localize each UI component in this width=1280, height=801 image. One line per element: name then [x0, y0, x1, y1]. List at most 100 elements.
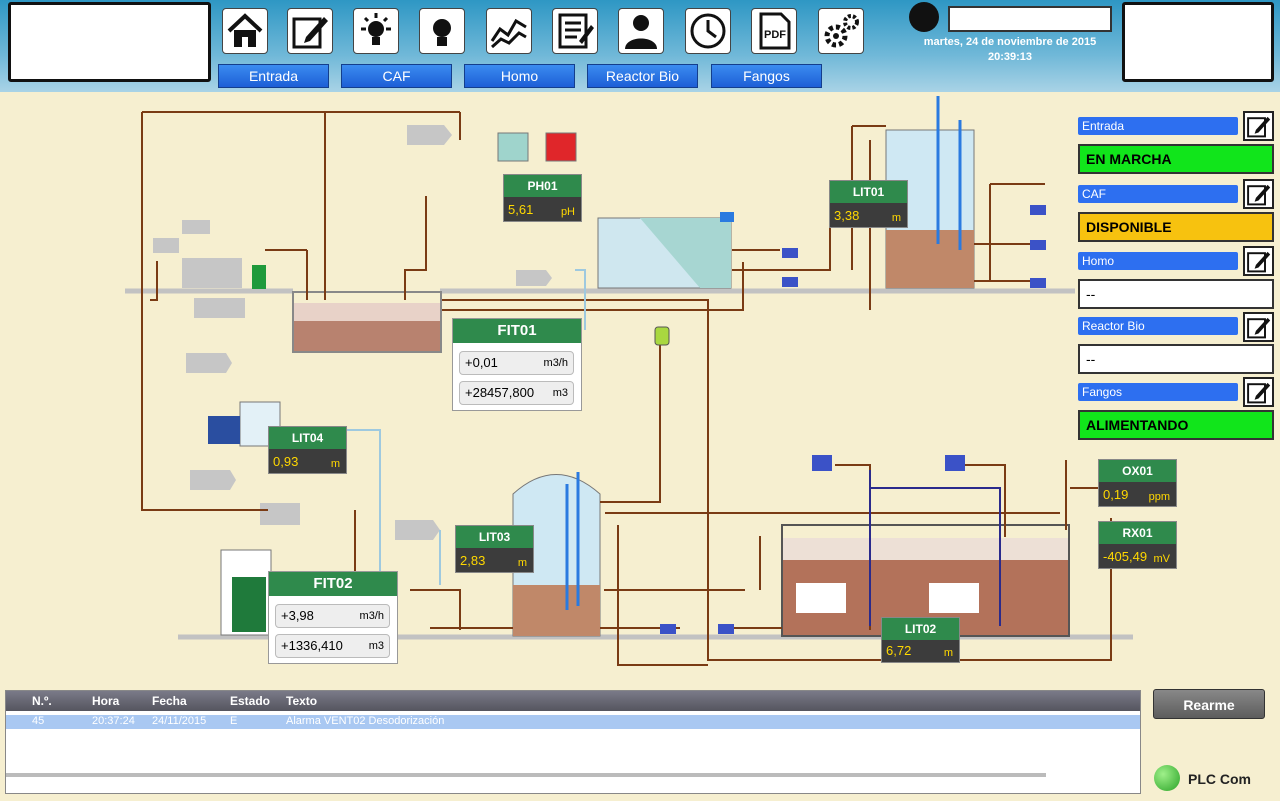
status-label-fangos: Fangos — [1078, 383, 1238, 401]
col-estado[interactable]: Estado — [230, 694, 271, 708]
rx01-unit: mV — [1153, 553, 1171, 565]
fit02-total-unit: m3 — [368, 640, 384, 652]
report-icon — [558, 13, 594, 49]
lit03-display[interactable]: LIT03 2,83 m — [455, 525, 534, 573]
lit03-label: LIT03 — [456, 526, 533, 548]
lit04-value: 0,93 — [273, 454, 299, 469]
alarm-hora: 20:37:24 — [92, 715, 135, 727]
alarm-texto: Alarma VENT02 Desodorización — [286, 715, 445, 727]
user-avatar-icon[interactable] — [909, 2, 939, 32]
rx01-label: RX01 — [1099, 522, 1176, 544]
user-icon — [625, 15, 657, 49]
lamp-button[interactable] — [419, 8, 465, 54]
fit02-label: FIT02 — [269, 572, 397, 596]
pumps — [660, 205, 1046, 634]
report-button[interactable] — [552, 8, 598, 54]
status-value-reactor-bio: -- — [1078, 344, 1274, 374]
home-button[interactable] — [222, 8, 268, 54]
lit03-value: 2,83 — [460, 553, 486, 568]
settings-button[interactable] — [818, 8, 864, 54]
time-display: 20:39:13 — [987, 51, 1033, 63]
fit01-total-unit: m3 — [552, 387, 568, 399]
status-label-entrada: Entrada — [1078, 117, 1238, 135]
lit02-unit: m — [943, 647, 953, 659]
col-no[interactable]: N.º. — [32, 694, 52, 708]
lit04-label: LIT04 — [269, 427, 346, 449]
ox01-value: 0,19 — [1103, 487, 1129, 502]
fit01-display[interactable]: FIT01 +0,01 m3/h +28457,800 m3 — [452, 318, 582, 411]
header-bar: PDF Entrada CAF Homo Reactor Bio Fangos … — [0, 0, 1280, 92]
process-pipes — [141, 111, 1112, 666]
tab-reactor-bio[interactable]: Reactor Bio — [587, 64, 698, 88]
ox01-label: OX01 — [1099, 460, 1176, 482]
fit02-total: +1336,410 m3 — [275, 634, 390, 658]
waste-bin — [252, 265, 266, 289]
col-texto[interactable]: Texto — [286, 694, 318, 708]
fit01-rate: +0,01 m3/h — [459, 351, 574, 375]
rearme-button[interactable]: Rearme — [1153, 689, 1265, 719]
status-label-reactor-bio: Reactor Bio — [1078, 317, 1238, 335]
ox01-display[interactable]: OX01 0,19 ppm — [1098, 459, 1177, 507]
col-hora[interactable]: Hora — [92, 694, 120, 708]
settings-icon — [824, 14, 859, 48]
filter-unit — [220, 549, 272, 636]
edit-button[interactable] — [287, 8, 333, 54]
edit-homo-button[interactable] — [1243, 246, 1274, 276]
alarm-header: N.º. Hora Fecha Estado Texto — [6, 691, 1140, 711]
decanter-tank — [292, 291, 442, 353]
alarm-no: 45 — [32, 715, 45, 727]
edit-icon — [292, 17, 328, 49]
status-value-homo: -- — [1078, 279, 1274, 309]
edit-reactor-bio-button[interactable] — [1243, 312, 1274, 342]
fit02-display[interactable]: FIT02 +3,98 m3/h +1336,410 m3 — [268, 571, 398, 664]
edit-entrada-button[interactable] — [1243, 111, 1274, 141]
plc-status-label: PLC Com — [1188, 771, 1251, 787]
lightbulb-icon — [433, 19, 451, 46]
lightbulb-on-icon — [361, 13, 391, 45]
fit02-rate: +3,98 m3/h — [275, 604, 390, 628]
grey-equipment — [153, 125, 552, 540]
ph01-label: PH01 — [504, 175, 581, 197]
edit-caf-button[interactable] — [1243, 179, 1274, 209]
tab-fangos[interactable]: Fangos — [711, 64, 822, 88]
ph01-display[interactable]: PH01 5,61 pH — [503, 174, 582, 222]
caf-unit — [597, 212, 734, 289]
col-fecha[interactable]: Fecha — [152, 694, 187, 708]
fit01-rate-unit: m3/h — [543, 357, 568, 369]
ox01-unit: ppm — [1148, 491, 1170, 503]
lit04-display[interactable]: LIT04 0,93 m — [268, 426, 347, 474]
history-button[interactable] — [685, 8, 731, 54]
pdf-button[interactable]: PDF — [751, 8, 797, 54]
lit02-display[interactable]: LIT02 6,72 m — [881, 617, 960, 663]
chem-tank-1 — [497, 132, 529, 162]
status-value-entrada: EN MARCHA — [1078, 144, 1274, 174]
ph01-value: 5,61 — [508, 202, 534, 217]
edit-icon — [1247, 184, 1271, 206]
tab-entrada[interactable]: Entrada — [218, 64, 329, 88]
svg-text:PDF: PDF — [764, 29, 786, 41]
trend-button[interactable] — [486, 8, 532, 54]
lit01-display[interactable]: LIT01 3,38 m — [829, 180, 908, 228]
status-value-fangos: ALIMENTANDO — [1078, 410, 1274, 440]
edit-fangos-button[interactable] — [1243, 377, 1274, 407]
users-button[interactable] — [618, 8, 664, 54]
user-name-field[interactable] — [948, 6, 1112, 32]
rx01-display[interactable]: RX01 -405,49 mV — [1098, 521, 1177, 569]
status-label-caf: CAF — [1078, 185, 1238, 203]
lighting-button[interactable] — [353, 8, 399, 54]
edit-icon — [1247, 251, 1271, 273]
lit04-unit: m — [330, 458, 340, 470]
lit01-label: LIT01 — [830, 181, 907, 203]
tab-caf[interactable]: CAF — [341, 64, 452, 88]
lit01-unit: m — [891, 212, 901, 224]
lit03-unit: m — [517, 557, 527, 569]
tab-homo[interactable]: Homo — [464, 64, 575, 88]
logo-right — [1122, 2, 1274, 82]
alarm-list[interactable]: N.º. Hora Fecha Estado Texto 45 20:37:24… — [5, 690, 1141, 794]
alarm-row[interactable]: 45 20:37:24 24/11/2015 E Alarma VENT02 D… — [6, 715, 1140, 729]
fit02-total-value: +1336,410 — [281, 638, 343, 653]
alarm-scrollbar[interactable] — [6, 773, 1046, 777]
logo-left — [8, 2, 211, 82]
fit01-label: FIT01 — [453, 319, 581, 343]
air-pipes — [869, 470, 1001, 626]
